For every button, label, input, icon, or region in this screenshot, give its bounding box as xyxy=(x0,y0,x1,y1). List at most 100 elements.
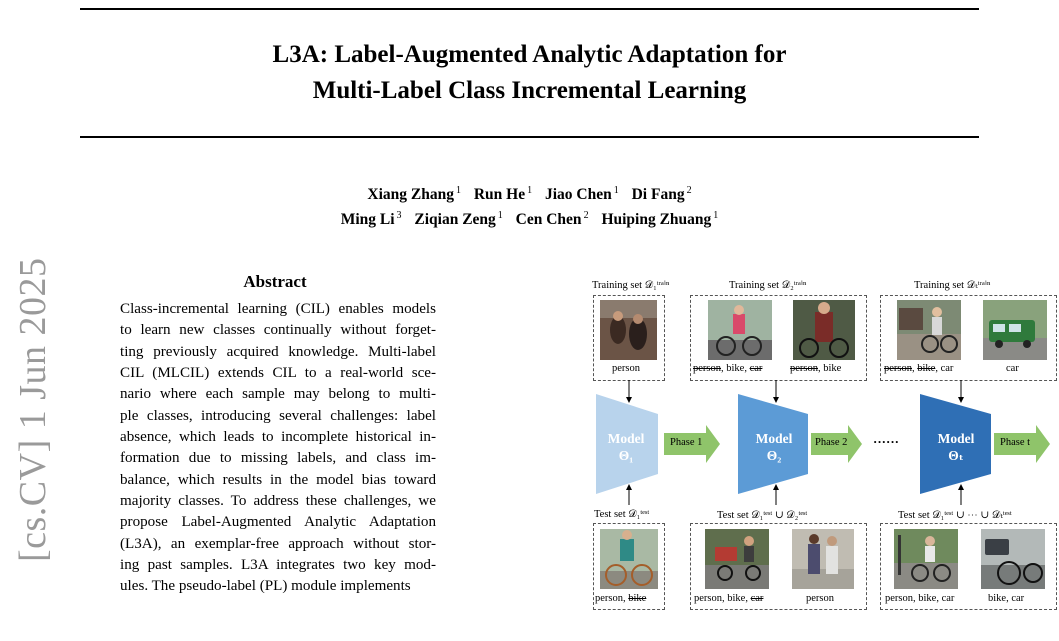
label-text: , bike xyxy=(818,363,842,374)
phase-t-label: Phase t xyxy=(1000,437,1030,448)
phase-1-arrow xyxy=(664,425,720,463)
struck-label: car xyxy=(749,363,763,374)
abstract-line: ing past samples. L3A integrates two key… xyxy=(120,557,436,574)
author-name: Jiao Chen xyxy=(544,186,612,204)
train-set-2-label: Training set 𝒟₂ᵗʳᵃⁱⁿ xyxy=(729,280,807,291)
title-line-1: L3A: Label-Augmented Analytic Adaptation… xyxy=(272,41,787,68)
train-label-3a: person, bike, car xyxy=(884,363,953,374)
train-set-1-label: Training set 𝒟₁ᵗʳᵃⁱⁿ xyxy=(592,280,670,291)
abstract-line: ules. The pseudo-label (PL) module imple… xyxy=(120,578,411,595)
train-photo-3b xyxy=(983,300,1047,360)
author-affiliation: 1 xyxy=(527,185,533,196)
title-line-2: Multi-Label Class Incremental Learning xyxy=(312,77,747,104)
author-affiliation: 1 xyxy=(455,185,461,196)
struck-label: person xyxy=(884,363,912,374)
label-text: , car xyxy=(935,363,954,374)
test-photo-3b xyxy=(981,529,1045,589)
model-word: Model xyxy=(607,431,645,446)
test-label-2a: person, bike, car xyxy=(694,593,763,604)
model-2-shape xyxy=(738,394,808,494)
train-photo-2b xyxy=(793,300,855,360)
author-affiliation: 1 xyxy=(713,210,719,222)
test-photo-1 xyxy=(600,529,658,589)
author-name: Cen Chen xyxy=(515,211,582,229)
test-photo-2a xyxy=(705,529,769,589)
struck-label: bike xyxy=(628,593,647,604)
author-name: Ming Li xyxy=(340,211,395,229)
model-symbol: Θₜ xyxy=(948,448,964,463)
label-text: person, xyxy=(595,593,629,604)
author-name: Run He xyxy=(473,186,526,204)
test-set-t-label: Test set 𝒟₁ᵗᵉˢᵗ ∪ ⋯ ∪ 𝒟ₜᵗᵉˢᵗ xyxy=(898,510,1012,521)
test-set-1-label: Test set 𝒟₁ᵗᵉˢᵗ xyxy=(594,509,650,520)
test-label-2b: person xyxy=(806,593,834,604)
abstract-line: majority classes. To address these chall… xyxy=(120,493,436,510)
struck-label: person xyxy=(790,363,818,374)
author-name: Ziqian Zeng xyxy=(414,211,496,229)
abstract-line: nario where each sample may belong to mu… xyxy=(120,386,436,403)
test-label-3a: person, bike, car xyxy=(885,593,955,604)
author-name: Di Fang xyxy=(631,186,685,204)
struck-label: person xyxy=(693,363,721,374)
label-text: , bike, xyxy=(721,363,750,374)
train-label-3b: car xyxy=(1006,363,1019,374)
test-box-1 xyxy=(593,523,665,610)
train-photo-2a xyxy=(708,300,772,360)
train-label-1: person xyxy=(612,363,640,374)
author-name: Huiping Zhuang xyxy=(601,211,712,229)
title-bottom-rule xyxy=(80,136,979,138)
test-box-t xyxy=(880,523,1057,610)
arxiv-stamp: [cs.CV] 1 Jun 2025 xyxy=(12,257,54,562)
abstract-line: propose Label-Augmented Analytic Adaptat… xyxy=(120,514,436,531)
model-flow-diagram xyxy=(596,380,1050,505)
train-label-2b: person, bike xyxy=(790,363,841,374)
title-top-rule xyxy=(80,8,979,10)
phases-ellipsis: ······ xyxy=(873,434,900,449)
test-box-2 xyxy=(690,523,867,610)
author-name: Xiang Zhang xyxy=(367,186,454,204)
train-photo-1 xyxy=(600,300,657,360)
author-affiliation: 1 xyxy=(497,210,503,222)
abstract-line: Class-incremental learning (CIL) enables… xyxy=(120,301,436,317)
abstract-line: balance, which results in the model bias… xyxy=(120,471,436,488)
struck-label: bike xyxy=(917,363,936,374)
train-set-t-label: Training set 𝒟ₜᵗʳᵃⁱⁿ xyxy=(914,280,991,291)
label-text: person, bike, xyxy=(694,593,751,604)
mlcil-figure: Training set 𝒟₁ᵗʳᵃⁱⁿ Training set 𝒟₂ᵗʳᵃⁱ… xyxy=(588,270,1058,615)
abstract-line: ting previously acquired knowledge. Mult… xyxy=(120,343,436,360)
model-1-shape xyxy=(596,394,658,494)
train-box-2 xyxy=(690,295,867,381)
abstract-line: ple classes, introducing several challen… xyxy=(120,407,436,424)
author-affiliation: 3 xyxy=(396,210,402,222)
author-affiliation: 1 xyxy=(613,185,619,196)
phase-2-arrow xyxy=(811,425,862,463)
abstract-body: Class-incremental learning (CIL) enables… xyxy=(120,299,436,598)
label-text: , xyxy=(912,363,918,374)
struck-label: car xyxy=(750,593,764,604)
train-box-t xyxy=(880,295,1057,381)
model-symbol: Θ₂ xyxy=(766,448,782,463)
model-word: Model xyxy=(937,431,975,446)
test-set-2-label: Test set 𝒟₁ᵗᵉˢᵗ ∪ 𝒟₂ᵗᵉˢᵗ xyxy=(717,510,808,521)
phase-t-arrow xyxy=(994,425,1050,463)
train-photo-3a xyxy=(897,300,961,360)
model-t-shape xyxy=(920,394,991,494)
test-photo-3a xyxy=(894,529,958,589)
phase-2-label: Phase 2 xyxy=(815,437,848,448)
test-label-3b: bike, car xyxy=(988,593,1025,604)
phase-1-label: Phase 1 xyxy=(670,437,703,448)
paper-title: L3A: Label-Augmented Analytic Adaptation… xyxy=(80,37,979,109)
abstract-line: CIL (MLCIL) extends CIL to a real-world … xyxy=(120,365,436,382)
model-word: Model xyxy=(755,431,793,446)
author-affiliation: 2 xyxy=(686,185,692,196)
model-symbol: Θ₁ xyxy=(618,448,634,463)
train-label-2a: person, bike, car xyxy=(693,363,762,374)
abstract-line: to learn new classes continually without… xyxy=(120,322,436,339)
abstract-heading: Abstract xyxy=(243,272,307,291)
